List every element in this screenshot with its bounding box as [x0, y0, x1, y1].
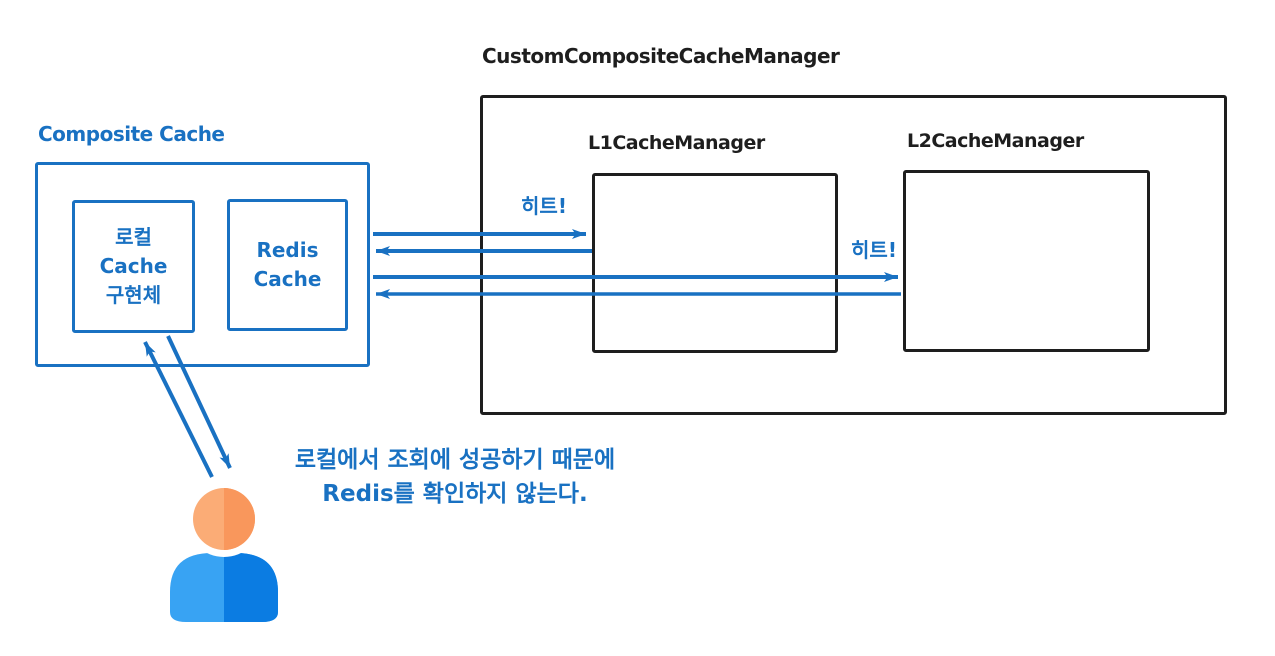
redis-cache-text: Redis Cache [230, 202, 345, 328]
redis-cache-line1: Redis [256, 238, 319, 262]
l2-cache-manager-label: L2CacheManager [907, 130, 1084, 152]
l1-cache-manager-label: L1CacheManager [588, 132, 765, 154]
composite-cache-label: Composite Cache [38, 122, 225, 146]
l1-hit-label: 히트! [521, 194, 567, 218]
custom-composite-cache-manager-box [480, 95, 1227, 415]
user-body-left [170, 553, 278, 622]
custom-composite-cache-manager-title: CustomCompositeCacheManager [482, 44, 840, 68]
redis-cache-line2: Cache [253, 267, 322, 291]
annotation-text: 로컬에서 조회에 성공하기 때문에 Redis를 확인하지 않는다. [245, 443, 665, 511]
l1-cache-manager-box [592, 173, 838, 353]
l2-hit-label: 히트! [851, 238, 897, 262]
local-cache-impl-line3: 구현체 [105, 283, 162, 307]
local-cache-impl-line1: 로컬 [115, 225, 152, 249]
user-body-right [224, 553, 278, 622]
annotation-line2: Redis를 확인하지 않는다. [322, 481, 588, 507]
local-cache-impl-box: 로컬 Cache 구현체 [72, 200, 195, 333]
local-cache-impl-line2: Cache [99, 254, 168, 278]
redis-cache-box: Redis Cache [227, 199, 348, 331]
local-cache-impl-text: 로컬 Cache 구현체 [75, 203, 192, 330]
annotation-line1: 로컬에서 조회에 성공하기 때문에 [294, 447, 616, 473]
l2-cache-manager-box [903, 170, 1150, 352]
